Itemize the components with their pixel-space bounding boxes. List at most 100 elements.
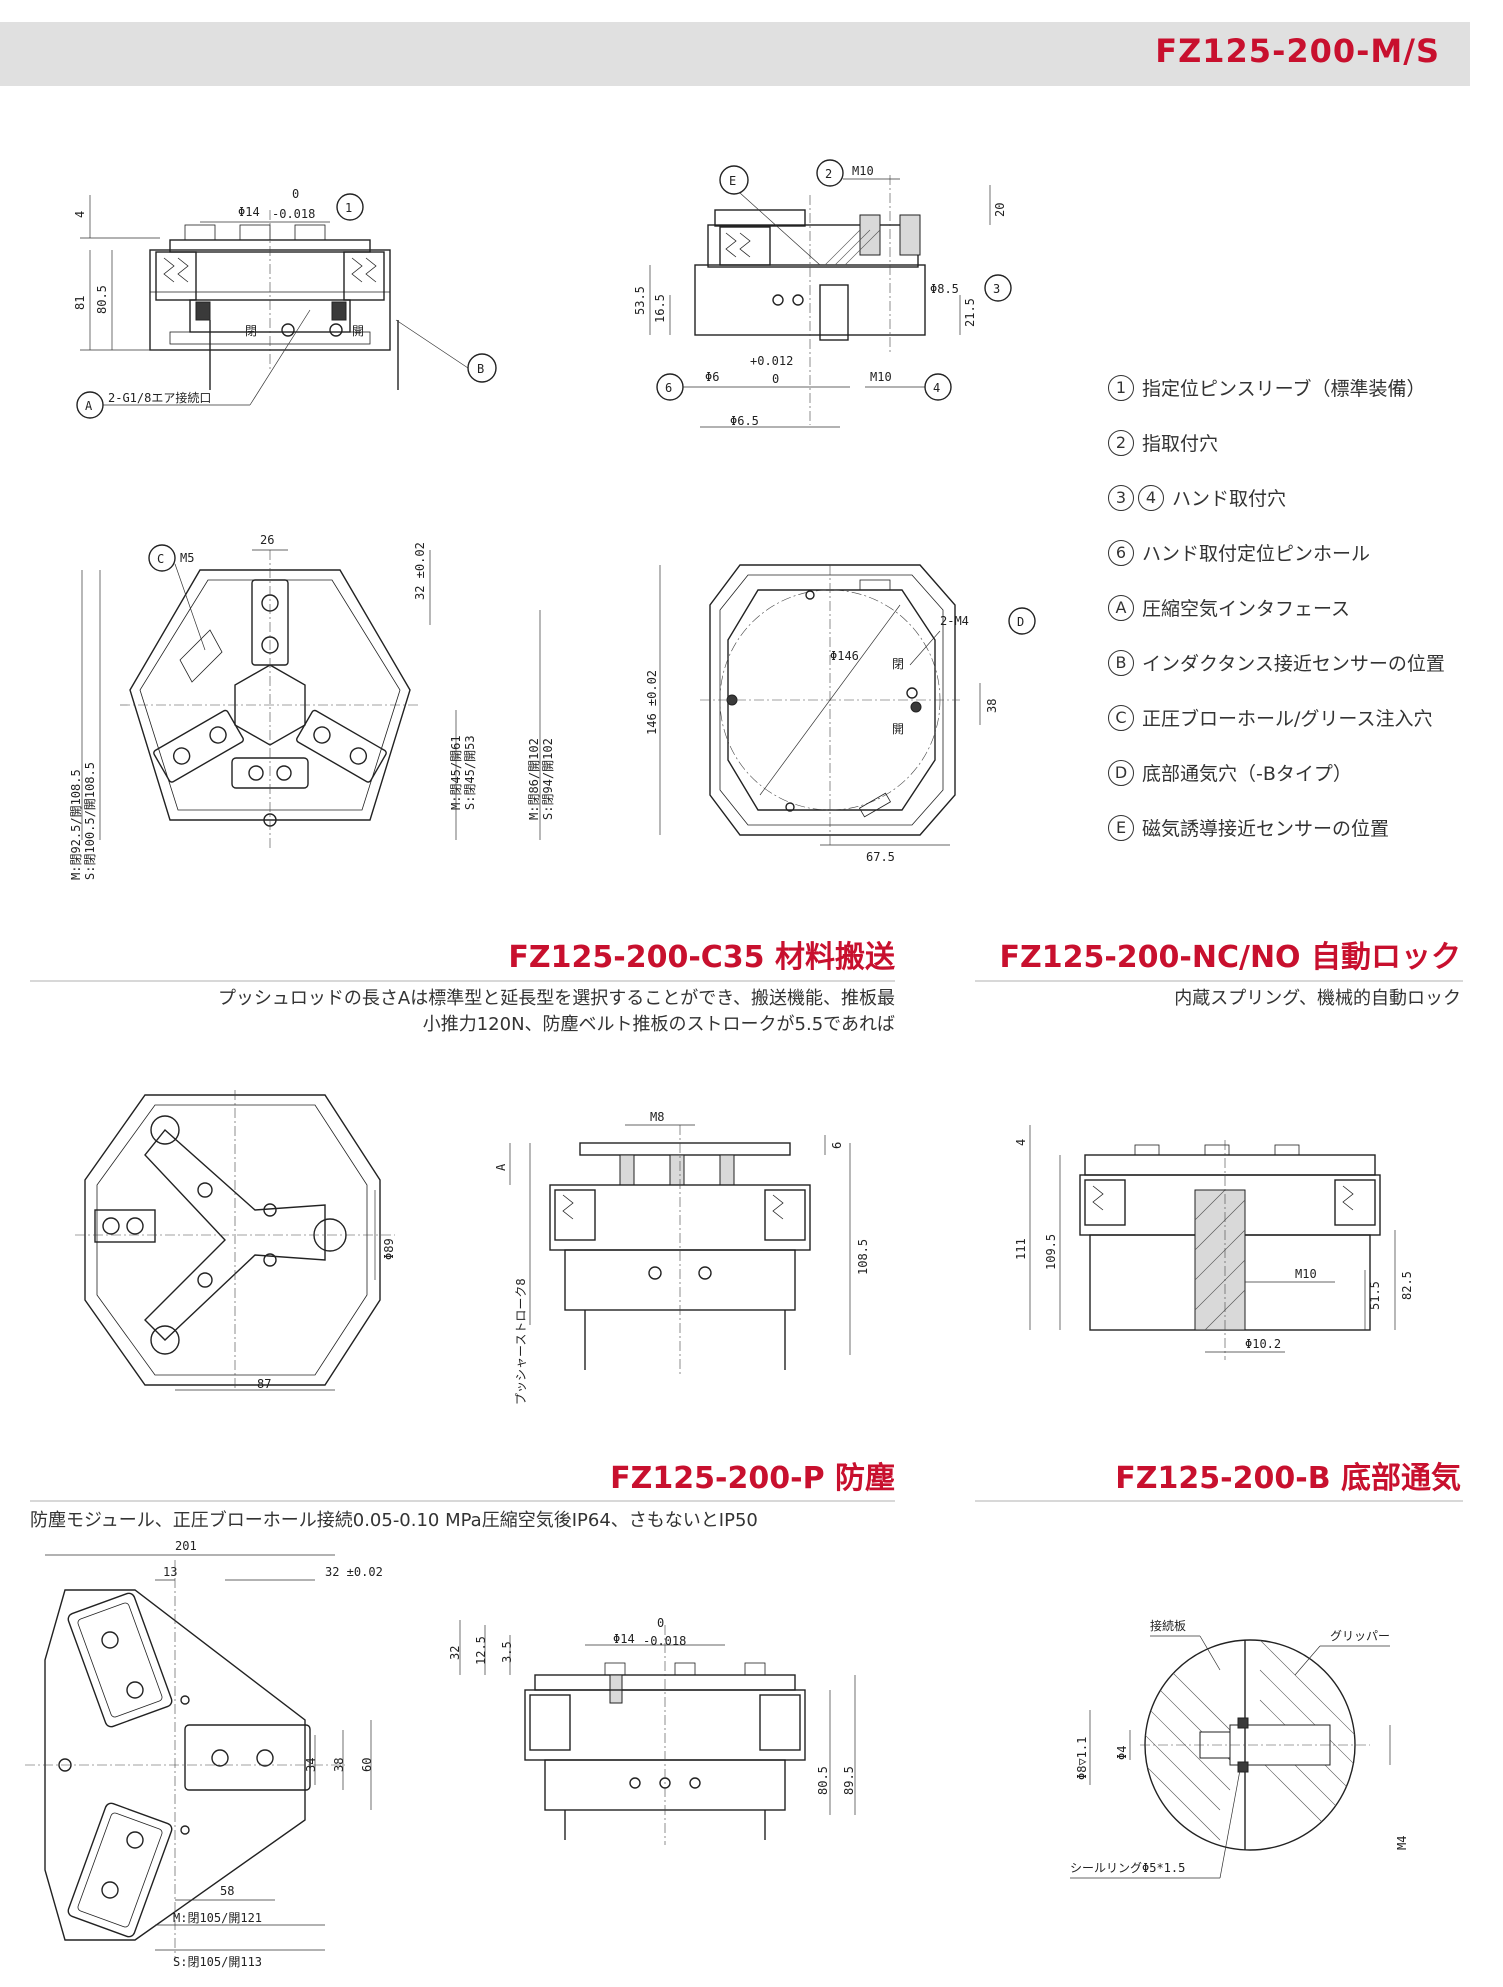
right-m: M:閉86/開102 — [527, 738, 541, 820]
c35-side-drawing: M8 6 A プッシャーストローク8 108.5 — [494, 1110, 870, 1405]
section-title-c35: FZ125-200-C35 材料搬送 — [508, 940, 895, 975]
section-title-p: FZ125-200-P 防塵 — [610, 1461, 895, 1496]
dim-89-5: 89.5 — [842, 1766, 856, 1795]
m-label: M:閉105/開121 — [173, 1911, 262, 1925]
mark-c: C — [157, 552, 164, 566]
dim-82-5: 82.5 — [1400, 1271, 1414, 1300]
legend-mark: D — [1108, 759, 1134, 786]
p-side-drawing: 32 12.5 3.5 Φ14 0 -0.018 80.5 89.5 — [448, 1616, 856, 1845]
m10-bottom: M10 — [870, 370, 892, 384]
dim-108-5: 108.5 — [856, 1239, 870, 1275]
dim-32: 32 ±0.02 — [413, 542, 427, 600]
legend-marks: B — [1108, 649, 1134, 676]
dim-phi14: Φ14 — [238, 205, 260, 219]
legend-mark: C — [1108, 704, 1134, 731]
b-detail-drawing: 接続板 グリッパー Φ8▽1.1 Φ4 M4 シールリングΦ5*1.5 — [1070, 1618, 1409, 1879]
section-title-nc: FZ125-200-NC/NO 自動ロック — [999, 940, 1461, 975]
mark-4: 4 — [933, 381, 940, 395]
dim-20: 20 — [993, 203, 1007, 217]
legend-mark: 4 — [1138, 484, 1164, 511]
legend-item: D 底部通気穴（-Bタイプ） — [1108, 745, 1498, 800]
dim-32: 32 ±0.02 — [325, 1565, 383, 1579]
legend-text: インダクタンス接近センサーの位置 — [1142, 653, 1445, 675]
dim-16-5: 16.5 — [653, 294, 667, 323]
dim-26: 26 — [260, 533, 274, 547]
page-title: FZ125-200-M/S — [1155, 32, 1440, 70]
phi10-2: Φ10.2 — [1245, 1337, 1281, 1351]
mark-2: 2 — [825, 167, 832, 181]
legend-marks: 6 — [1108, 539, 1134, 566]
dim-111: 111 — [1014, 1238, 1028, 1260]
dim-81: 81 — [73, 296, 87, 310]
section-desc-c35-line1: プッシュロッドの長さAは標準型と延長型を選択することができ、搬送機能、推板最 — [217, 988, 895, 1009]
m10-top: M10 — [852, 164, 874, 178]
right-s: S:閉94/開102 — [541, 738, 555, 820]
legend-marks: 1 — [1108, 374, 1134, 401]
dim-67-5: 67.5 — [866, 850, 895, 864]
m10: M10 — [1295, 1267, 1317, 1281]
label-open: 開 — [892, 722, 904, 736]
legend-text: 正圧ブローホール/グリース注入穴 — [1142, 708, 1433, 730]
mid-m: M:閉45/開61 — [449, 735, 463, 810]
dim-4: 4 — [73, 211, 87, 218]
phi8-5: Φ8.5 — [930, 282, 959, 296]
dim-201: 201 — [175, 1539, 197, 1553]
label-open: 開 — [352, 324, 364, 338]
plate-label: 接続板 — [1150, 1618, 1186, 1633]
left-s: S:閉100.5/開108.5 — [83, 762, 97, 880]
top-view-drawing: 26 32 ±0.02 C M5 M:閉92.5/開108.5 S:閉100.5… — [69, 533, 555, 880]
dim-21-5: 21.5 — [963, 298, 977, 327]
mark-b: B — [477, 362, 484, 376]
tol-top: 0 — [292, 187, 299, 201]
dim-a: A — [494, 1163, 508, 1171]
pusher-stroke: プッシャーストローク8 — [514, 1278, 528, 1405]
dim-80-5: 80.5 — [816, 1766, 830, 1795]
phi6-5: Φ6.5 — [730, 414, 759, 428]
legend-marks: E — [1108, 814, 1134, 841]
legend-text: 指取付穴 — [1142, 433, 1219, 455]
legend-mark: 2 — [1108, 429, 1134, 456]
air-port-label: 2-G1/8エア接続口 — [108, 390, 211, 405]
phi14: Φ14 — [613, 1632, 635, 1646]
legend-mark: B — [1108, 649, 1134, 676]
m4: M4 — [1395, 1836, 1409, 1850]
phi8: Φ8▽1.1 — [1075, 1737, 1089, 1780]
legend-mark: E — [1108, 814, 1134, 841]
mark-e: E — [729, 174, 736, 188]
section-view-drawing: 53.5 16.5 20 21.5 E 2 M10 Φ8.5 3 +0.012 … — [633, 159, 1012, 428]
tol-top: 0 — [657, 1616, 664, 1630]
legend-mark: A — [1108, 594, 1134, 621]
dim-32: 32 — [448, 1646, 462, 1660]
legend-item: C 正圧ブローホール/グリース注入穴 — [1108, 690, 1498, 745]
dim-12-5: 12.5 — [474, 1636, 488, 1665]
m4: 2-M4 — [940, 614, 969, 628]
legend-text: 底部通気穴（-Bタイプ） — [1142, 763, 1352, 785]
dim-53-5: 53.5 — [633, 286, 647, 315]
tol-plus: +0.012 — [750, 354, 793, 368]
dim-146: 146 ±0.02 — [645, 670, 659, 735]
dim-6: 6 — [830, 1142, 844, 1149]
p-top-drawing: 201 13 32 ±0.02 34 38 60 58 M:閉105/開121 … — [25, 1539, 383, 1969]
legend-marks: A — [1108, 594, 1134, 621]
s-label: S:閉105/開113 — [173, 1955, 262, 1969]
dim-13: 13 — [163, 1565, 177, 1579]
phi6: Φ6 — [705, 370, 719, 384]
dim-51-5: 51.5 — [1368, 1281, 1382, 1310]
section-desc-p: 防塵モジュール、正圧ブローホール接続0.05-0.10 MPa圧縮空気後IP64… — [30, 1510, 758, 1531]
section-rule-nc — [975, 980, 1463, 982]
bottom-view-drawing: 146 ±0.02 Φ146 2-M4 D 閉 開 38 67.5 — [645, 564, 1036, 864]
dim-80-5: 80.5 — [95, 285, 109, 314]
dim-38: 38 — [985, 699, 999, 713]
legend-item: 2 指取付穴 — [1108, 415, 1498, 470]
tol-bottom: -0.018 — [272, 207, 315, 221]
side-view-drawing: 4 81 80.5 Φ14 0 -0.018 1 閉 開 B A 2-G1/8エ… — [73, 187, 497, 419]
m8: M8 — [650, 1110, 664, 1124]
gripper-label: グリッパー — [1330, 1629, 1390, 1643]
section-rule-b — [975, 1500, 1463, 1502]
